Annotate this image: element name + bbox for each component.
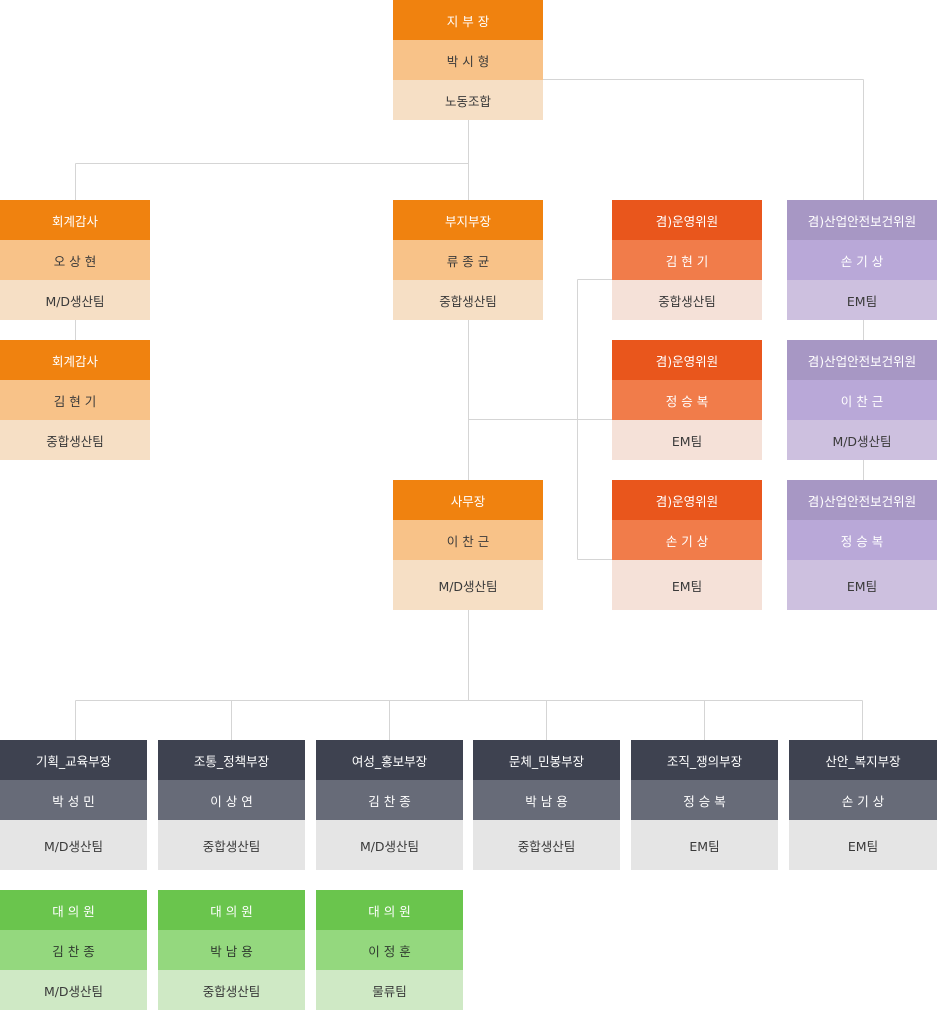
card-title: 문체_민봉부장 [473,740,620,780]
operating-committee-card: 겸)운영위원 정 승 복 EM팀 [612,340,762,460]
department-card: 조직_쟁의부장 정 승 복 EM팀 [631,740,778,870]
card-name: 박 남 용 [473,780,620,820]
card-team: EM팀 [631,820,778,870]
department-card: 기획_교육부장 박 성 민 M/D생산팀 [0,740,147,870]
delegate-card: 대 의 원 박 남 용 중합생산팀 [158,890,305,1010]
card-title: 겸)운영위원 [612,200,762,240]
card-title: 지 부 장 [393,0,543,40]
card-team: M/D생산팀 [0,280,150,320]
card-name: 정 승 복 [787,520,937,560]
delegate-card: 대 의 원 김 찬 종 M/D생산팀 [0,890,147,1010]
card-team: 중합생산팀 [612,280,762,320]
department-card: 조통_정책부장 이 상 연 중합생산팀 [158,740,305,870]
card-title: 여성_홍보부장 [316,740,463,780]
card-title: 부지부장 [393,200,543,240]
card-title: 조통_정책부장 [158,740,305,780]
delegate-card: 대 의 원 이 정 훈 물류팀 [316,890,463,1010]
card-title: 사무장 [393,480,543,520]
card-title: 회계감사 [0,200,150,240]
safety-committee-card: 겸)산업안전보건위원 정 승 복 EM팀 [787,480,937,610]
card-title: 산안_복지부장 [789,740,937,780]
card-name: 이 찬 근 [393,520,543,560]
card-team: M/D생산팀 [0,820,147,870]
card-team: 중합생산팀 [473,820,620,870]
card-name: 김 찬 종 [316,780,463,820]
auditor-card: 회계감사 오 상 현 M/D생산팀 [0,200,150,320]
card-team: EM팀 [612,560,762,610]
card-title: 겸)운영위원 [612,340,762,380]
card-team: M/D생산팀 [0,970,147,1010]
card-team: M/D생산팀 [393,560,543,610]
card-title: 겸)운영위원 [612,480,762,520]
card-name: 정 승 복 [631,780,778,820]
card-title: 겸)산업안전보건위원 [787,200,937,240]
safety-committee-card: 겸)산업안전보건위원 이 찬 근 M/D생산팀 [787,340,937,460]
card-team: M/D생산팀 [316,820,463,870]
department-card: 문체_민봉부장 박 남 용 중합생산팀 [473,740,620,870]
card-name: 김 현 기 [612,240,762,280]
card-team: EM팀 [789,820,937,870]
card-team: M/D생산팀 [787,420,937,460]
branch-chief-card: 지 부 장 박 시 형 노동조합 [393,0,543,120]
card-title: 겸)산업안전보건위원 [787,480,937,520]
card-name: 박 시 형 [393,40,543,80]
card-team: 중합생산팀 [158,820,305,870]
card-title: 대 의 원 [158,890,305,930]
card-title: 대 의 원 [316,890,463,930]
card-name: 이 상 연 [158,780,305,820]
card-name: 이 정 훈 [316,930,463,970]
card-name: 정 승 복 [612,380,762,420]
secretary-general-card: 사무장 이 찬 근 M/D생산팀 [393,480,543,610]
card-title: 대 의 원 [0,890,147,930]
card-title: 겸)산업안전보건위원 [787,340,937,380]
auditor-card: 회계감사 김 현 기 중합생산팀 [0,340,150,460]
vice-chief-card: 부지부장 류 종 균 중합생산팀 [393,200,543,320]
card-team: EM팀 [787,280,937,320]
card-team: 물류팀 [316,970,463,1010]
card-name: 오 상 현 [0,240,150,280]
card-name: 김 현 기 [0,380,150,420]
card-title: 조직_쟁의부장 [631,740,778,780]
card-name: 손 기 상 [789,780,937,820]
operating-committee-card: 겸)운영위원 김 현 기 중합생산팀 [612,200,762,320]
card-name: 김 찬 종 [0,930,147,970]
operating-committee-card: 겸)운영위원 손 기 상 EM팀 [612,480,762,610]
safety-committee-card: 겸)산업안전보건위원 손 기 상 EM팀 [787,200,937,320]
card-name: 박 성 민 [0,780,147,820]
card-team: EM팀 [612,420,762,460]
card-name: 류 종 균 [393,240,543,280]
card-team: 노동조합 [393,80,543,120]
card-title: 회계감사 [0,340,150,380]
card-team: EM팀 [787,560,937,610]
department-card: 산안_복지부장 손 기 상 EM팀 [789,740,937,870]
card-team: 중합생산팀 [0,420,150,460]
card-team: 중합생산팀 [393,280,543,320]
card-name: 손 기 상 [787,240,937,280]
card-team: 중합생산팀 [158,970,305,1010]
card-title: 기획_교육부장 [0,740,147,780]
card-name: 손 기 상 [612,520,762,560]
department-card: 여성_홍보부장 김 찬 종 M/D생산팀 [316,740,463,870]
card-name: 박 남 용 [158,930,305,970]
card-name: 이 찬 근 [787,380,937,420]
